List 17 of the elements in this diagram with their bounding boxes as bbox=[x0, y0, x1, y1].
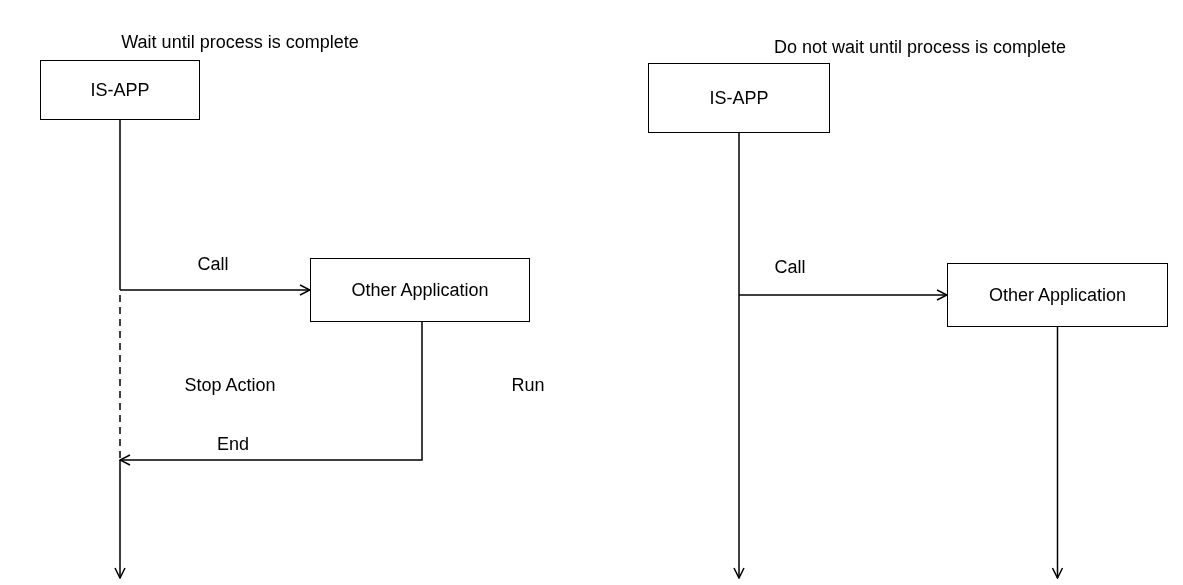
arrow bbox=[738, 289, 948, 301]
message-label: End bbox=[217, 434, 249, 455]
participant-box: IS-APP bbox=[648, 63, 830, 133]
diagram-heading: Do not wait until process is complete bbox=[773, 36, 1067, 58]
participant-box: Other Application bbox=[310, 258, 530, 322]
arrow bbox=[119, 284, 311, 296]
arrow bbox=[119, 321, 423, 466]
message-label: Call bbox=[197, 254, 229, 275]
participant-box: IS-APP bbox=[40, 60, 200, 120]
note-text: Stop Action bbox=[184, 374, 276, 396]
diagram-heading: Wait until process is complete bbox=[121, 31, 359, 53]
arrow bbox=[114, 119, 126, 579]
arrow bbox=[1051, 326, 1064, 579]
lifeline-label: Run bbox=[511, 374, 545, 396]
message-label: Call bbox=[774, 257, 806, 278]
arrow bbox=[733, 132, 745, 579]
participant-box: Other Application bbox=[947, 263, 1168, 327]
